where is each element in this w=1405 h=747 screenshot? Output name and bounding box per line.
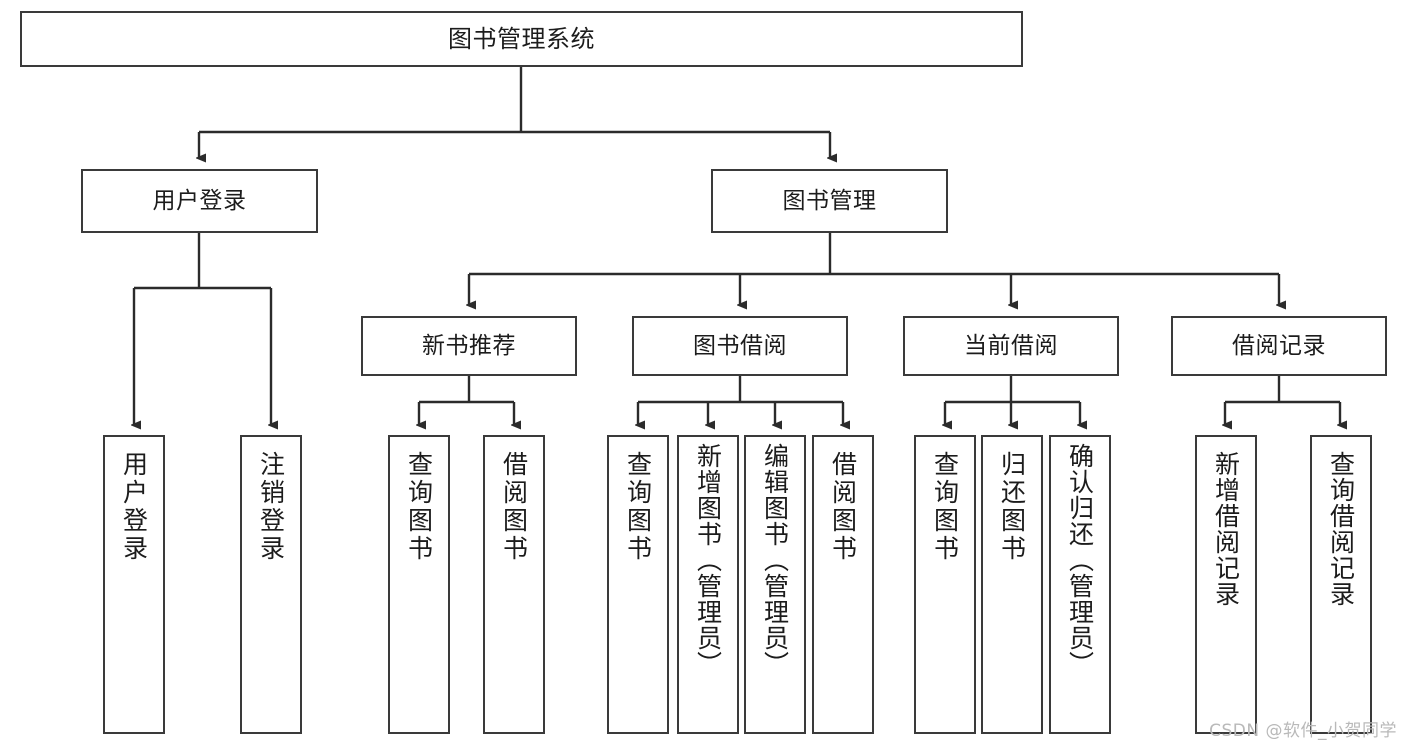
leaf-query-book-current[interactable]: 查询图书 [914, 435, 976, 734]
leaf-add-borrow-record[interactable]: 新增借阅记录 [1195, 435, 1257, 734]
node-book-borrow[interactable]: 图书借阅 [632, 316, 848, 376]
node-label: 查询图书 [623, 451, 653, 563]
node-label: 查询借阅记录 [1326, 451, 1356, 607]
node-label: 注销登录 [256, 451, 286, 563]
leaf-query-borrow-record[interactable]: 查询借阅记录 [1310, 435, 1372, 734]
node-book-management[interactable]: 图书管理 [711, 169, 948, 233]
leaf-borrow-book-recommend[interactable]: 借阅图书 [483, 435, 545, 734]
node-label: 借阅记录 [1232, 332, 1326, 359]
node-label: 用户登录 [152, 187, 247, 214]
node-label: 图书管理系统 [448, 25, 595, 53]
node-user-login[interactable]: 用户登录 [81, 169, 318, 233]
node-label: 图书管理 [782, 187, 877, 214]
leaf-logout[interactable]: 注销登录 [240, 435, 302, 734]
node-label: 当前借阅 [964, 332, 1058, 359]
node-label: 编辑图书（管理员） [760, 443, 790, 677]
node-label: 用户登录 [119, 451, 149, 563]
node-label: 新增图书（管理员） [693, 443, 723, 677]
leaf-user-login[interactable]: 用户登录 [103, 435, 165, 734]
node-label: 新书推荐 [422, 332, 516, 359]
leaf-query-book-recommend[interactable]: 查询图书 [388, 435, 450, 734]
node-label: 图书借阅 [693, 332, 787, 359]
leaf-query-book-borrow[interactable]: 查询图书 [607, 435, 669, 734]
csdn-watermark: CSDN @软件_小贺同学 [1209, 721, 1397, 741]
leaf-return-book[interactable]: 归还图书 [981, 435, 1043, 734]
leaf-edit-book-admin[interactable]: 编辑图书（管理员） [744, 435, 806, 734]
node-label: 确认归还（管理员） [1065, 443, 1095, 677]
node-label: 查询图书 [930, 451, 960, 563]
node-new-book-recommend[interactable]: 新书推荐 [361, 316, 577, 376]
node-label: 归还图书 [997, 451, 1027, 563]
node-label: 借阅图书 [828, 451, 858, 563]
leaf-add-book-admin[interactable]: 新增图书（管理员） [677, 435, 739, 734]
node-borrow-records[interactable]: 借阅记录 [1171, 316, 1387, 376]
node-root-book-management-system[interactable]: 图书管理系统 [20, 11, 1023, 67]
node-label: 借阅图书 [499, 451, 529, 563]
leaf-borrow-book[interactable]: 借阅图书 [812, 435, 874, 734]
node-current-borrow[interactable]: 当前借阅 [903, 316, 1119, 376]
node-label: 查询图书 [404, 451, 434, 563]
node-label: 新增借阅记录 [1211, 451, 1241, 607]
leaf-confirm-return-admin[interactable]: 确认归还（管理员） [1049, 435, 1111, 734]
